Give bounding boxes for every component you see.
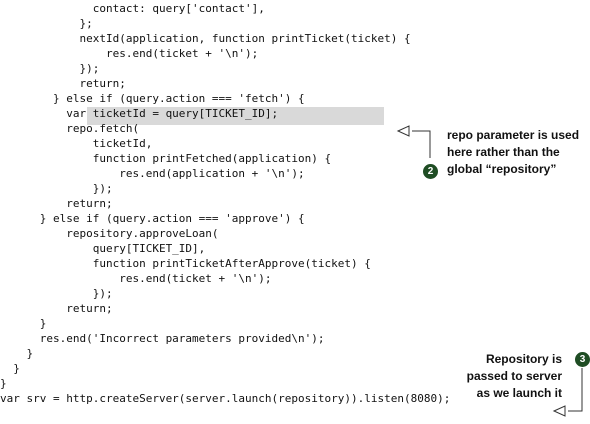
code-line: }); [0,182,113,195]
annotation-line: passed to server [466,369,562,383]
code-line: res.end(application + '\n'); [0,167,305,180]
code-line: function printTicketAfterApprove(ticket)… [0,257,371,270]
annotation-line: repo parameter is used [447,128,580,142]
code-line: res.end('Incorrect parameters provided\n… [0,332,325,345]
code-line: } else if (query.action === 'fetch') { [0,92,305,105]
annotation-repo-parameter: repo parameter is used here rather than … [447,127,579,178]
code-line: }); [0,287,113,300]
callout-line-2 [412,130,431,158]
code-line: nextId(application, function printTicket… [0,32,411,45]
code-line: res.end(ticket + '\n'); [0,272,272,285]
code-line: } [0,362,20,375]
callout-arrow-2 [396,125,410,137]
code-line: repo.fetch( [0,122,140,135]
code-line: var ticketId = query[TICKET_ID]; [0,107,279,120]
callout-marker-3: 3 [575,352,590,367]
code-line: }; [0,17,93,30]
code-line: res.end(ticket + '\n'); [0,47,259,60]
code-line: return; [0,197,113,210]
code-line: ticketId, [0,137,153,150]
code-line: } [0,377,7,390]
callout-arrow-3 [552,405,566,417]
annotation-line: Repository is [485,352,562,366]
code-line: repository.approveLoan( [0,227,219,240]
code-line: }); [0,62,100,75]
code-line: } [0,317,47,330]
code-line: function printFetched(application) { [0,152,332,165]
code-line: return; [0,302,113,315]
annotation-line: here rather than the [447,145,560,159]
annotation-line: global “repository” [447,162,557,176]
annotation-line: as we launch it [476,386,562,400]
callout-marker-2: 2 [423,164,438,179]
annotation-repository-passed: Repository is passed to server as we lau… [448,351,562,402]
callout-line-3 [568,368,583,412]
code-line: var srv = http.createServer(server.launc… [0,392,451,405]
code-line: } else if (query.action === 'approve') { [0,212,305,225]
code-line: return; [0,77,126,90]
repo-fetch-highlight [87,107,384,125]
code-line: contact: query['contact'], [0,2,265,15]
code-line: query[TICKET_ID], [0,242,206,255]
code-line: } [0,347,34,360]
